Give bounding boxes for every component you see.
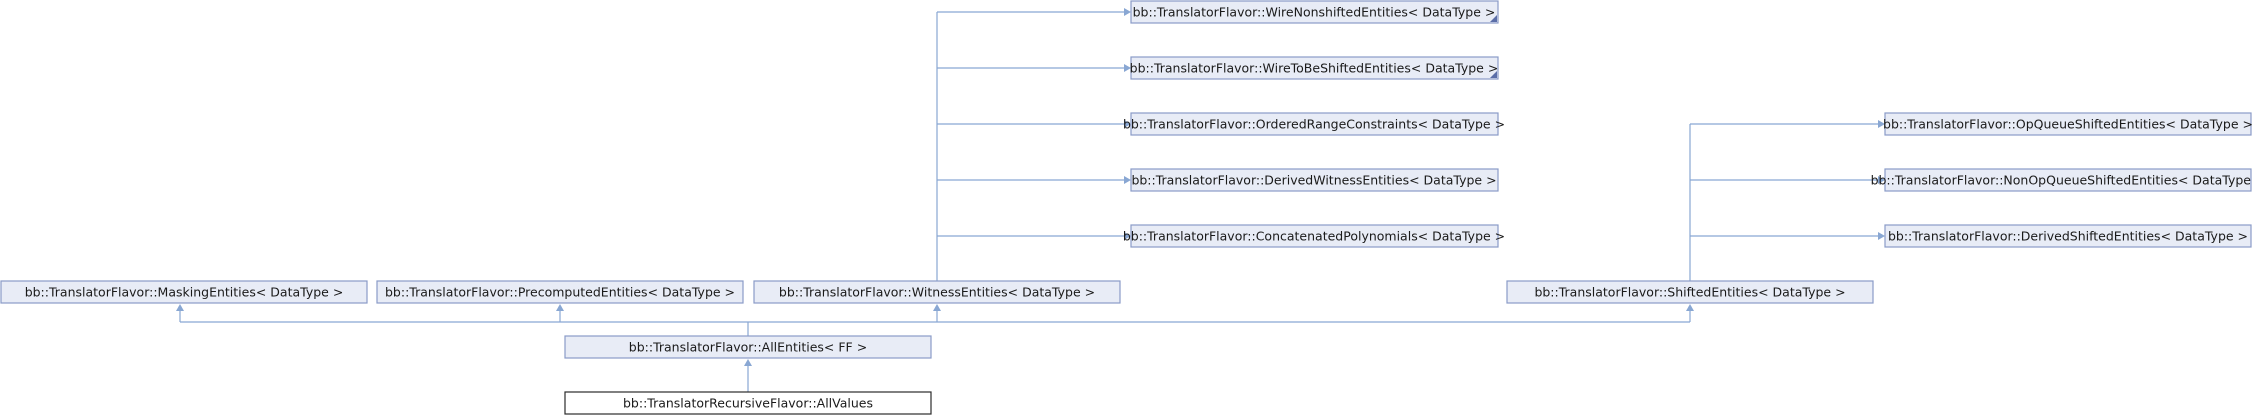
arrowhead-shifted [1686,304,1694,311]
arrowhead-wire-nonshifted [1124,8,1131,16]
node-concatenated-polynomials[interactable]: bb::TranslatorFlavor::ConcatenatedPolyno… [1123,224,1505,248]
node-wire-to-be-shifted-entities[interactable]: bb::TranslatorFlavor::WireToBeShiftedEnt… [1130,56,1499,80]
node-opqueue-shifted-entities[interactable]: bb::TranslatorFlavor::OpQueueShiftedEnti… [1883,112,2252,136]
truncation-marker-icon [1490,15,1497,22]
arrowhead-derived-shifted [1878,232,1885,240]
arrowhead-masking [176,304,184,311]
edge-allentities-bus [180,321,1690,336]
arrowhead-allentities [744,359,752,366]
node-witness-entities[interactable]: bb::TranslatorFlavor::WitnessEntities< D… [753,280,1121,304]
node-ordered-range-constraints[interactable]: bb::TranslatorFlavor::OrderedRangeConstr… [1123,112,1505,136]
node-precomputed-entities[interactable]: bb::TranslatorFlavor::PrecomputedEntitie… [376,280,744,304]
arrowhead-ordered-range [1124,120,1131,128]
arrowhead-witness [933,304,941,311]
node-derived-witness-entities[interactable]: bb::TranslatorFlavor::DerivedWitnessEnti… [1130,168,1499,192]
arrowhead-precomputed [556,304,564,311]
arrowhead-opqueue-shifted [1878,120,1885,128]
node-wire-nonshifted-entities[interactable]: bb::TranslatorFlavor::WireNonshiftedEnti… [1130,0,1499,24]
node-all-entities[interactable]: bb::TranslatorFlavor::AllEntities< FF > [564,335,932,359]
node-masking-entities[interactable]: bb::TranslatorFlavor::MaskingEntities< D… [0,280,368,304]
arrowhead-wire-to-be-shifted [1124,64,1131,72]
node-derived-shifted-entities[interactable]: bb::TranslatorFlavor::DerivedShiftedEnti… [1884,224,2252,248]
truncation-marker-icon [1490,71,1497,78]
arrowhead-concatenated [1124,232,1131,240]
node-all-values-current: bb::TranslatorRecursiveFlavor::AllValues [564,391,932,415]
arrowhead-derived-witness [1124,176,1131,184]
node-shifted-entities[interactable]: bb::TranslatorFlavor::ShiftedEntities< D… [1506,280,1874,304]
arrowhead-nonopqueue-shifted [1878,176,1885,184]
node-nonopqueue-shifted-entities[interactable]: bb::TranslatorFlavor::NonOpQueueShiftedE… [1871,168,2252,192]
edges [176,8,1885,392]
